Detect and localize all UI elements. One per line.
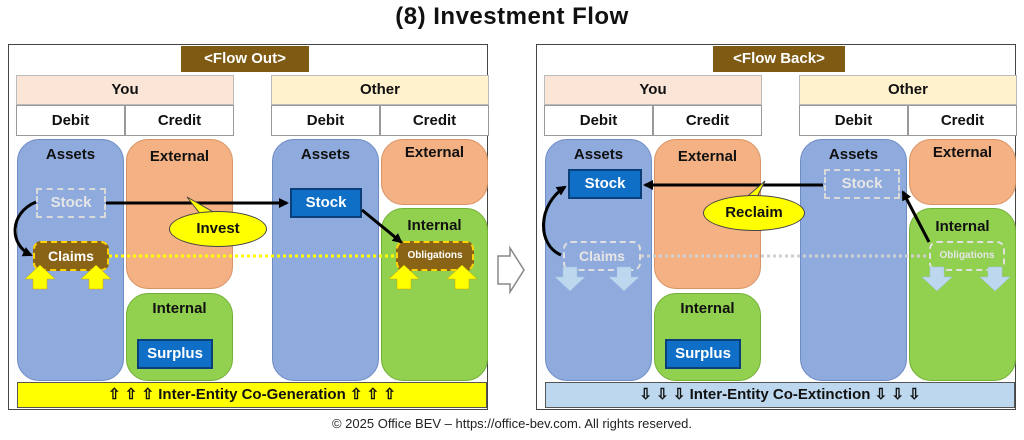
other-assets-label: Assets bbox=[828, 146, 879, 163]
other-external-block bbox=[909, 139, 1016, 205]
you-external-label: External bbox=[677, 148, 738, 165]
other-assets-block bbox=[272, 139, 379, 381]
copyright-footer: © 2025 Office BEV – https://office-bev.c… bbox=[331, 416, 693, 431]
you-assets-label: Assets bbox=[45, 146, 96, 163]
surplus-box: Surplus bbox=[665, 339, 741, 369]
down-arrow-icon bbox=[554, 266, 1011, 292]
you-assets-label: Assets bbox=[573, 146, 624, 163]
other-external-label: External bbox=[932, 144, 993, 161]
surplus-box: Surplus bbox=[137, 339, 213, 369]
obligations-ghost: Obligations bbox=[929, 241, 1005, 271]
other-internal-label: Internal bbox=[935, 218, 990, 235]
you-internal-label: Internal bbox=[680, 300, 735, 317]
other-internal-label: Internal bbox=[407, 217, 462, 234]
you-debit-header: Debit bbox=[544, 105, 653, 136]
co-generation-bar: ⇧ ⇧ ⇧ Inter-Entity Co-Generation ⇧ ⇧ ⇧ bbox=[17, 382, 487, 408]
other-entity-label: Other bbox=[799, 75, 1017, 105]
you-internal-label: Internal bbox=[152, 300, 207, 317]
other-stock-box: Stock bbox=[290, 188, 362, 218]
you-stock-ghost: Stock bbox=[36, 188, 106, 218]
flow-back-panel: <Flow Back> You Other Debit Credit Debit… bbox=[536, 44, 1017, 410]
you-stock-box: Stock bbox=[568, 169, 642, 199]
you-entity-label: You bbox=[16, 75, 234, 105]
other-external-label: External bbox=[404, 144, 465, 161]
other-assets-block bbox=[800, 139, 907, 381]
reclaim-callout: Reclaim bbox=[703, 195, 805, 231]
other-entity-label: Other bbox=[271, 75, 489, 105]
diagram-title: (8) Investment Flow bbox=[395, 3, 629, 30]
claims-to-stock-arrow bbox=[542, 185, 567, 257]
you-credit-header: Credit bbox=[125, 105, 234, 136]
flow-out-panel: <Flow Out> You Other Debit Credit Debit … bbox=[8, 44, 489, 410]
other-debit-header: Debit bbox=[271, 105, 380, 136]
stock-to-obligations-arrow bbox=[361, 208, 403, 244]
internal-to-stock-arrow bbox=[901, 190, 931, 243]
other-credit-header: Credit bbox=[908, 105, 1017, 136]
other-stock-ghost: Stock bbox=[824, 169, 900, 199]
flow-out-arrows bbox=[13, 196, 478, 290]
other-assets-label: Assets bbox=[300, 146, 351, 163]
you-debit-header: Debit bbox=[16, 105, 125, 136]
up-arrow-icon bbox=[24, 264, 478, 290]
co-extinction-bar: ⇩ ⇩ ⇩ Inter-Entity Co-Extinction ⇩ ⇩ ⇩ bbox=[545, 382, 1015, 408]
invest-callout: Invest bbox=[169, 211, 267, 247]
you-entity-label: You bbox=[544, 75, 762, 105]
stock-to-claims-arrow bbox=[13, 200, 37, 257]
claims-ghost: Claims bbox=[563, 241, 641, 271]
flow-out-header: <Flow Out> bbox=[181, 46, 309, 72]
other-credit-header: Credit bbox=[380, 105, 489, 136]
flow-back-arrows bbox=[542, 180, 1011, 292]
other-external-block bbox=[381, 139, 488, 205]
you-external-label: External bbox=[149, 148, 210, 165]
flow-back-header: <Flow Back> bbox=[713, 46, 845, 72]
other-debit-header: Debit bbox=[799, 105, 908, 136]
you-credit-header: Credit bbox=[653, 105, 762, 136]
